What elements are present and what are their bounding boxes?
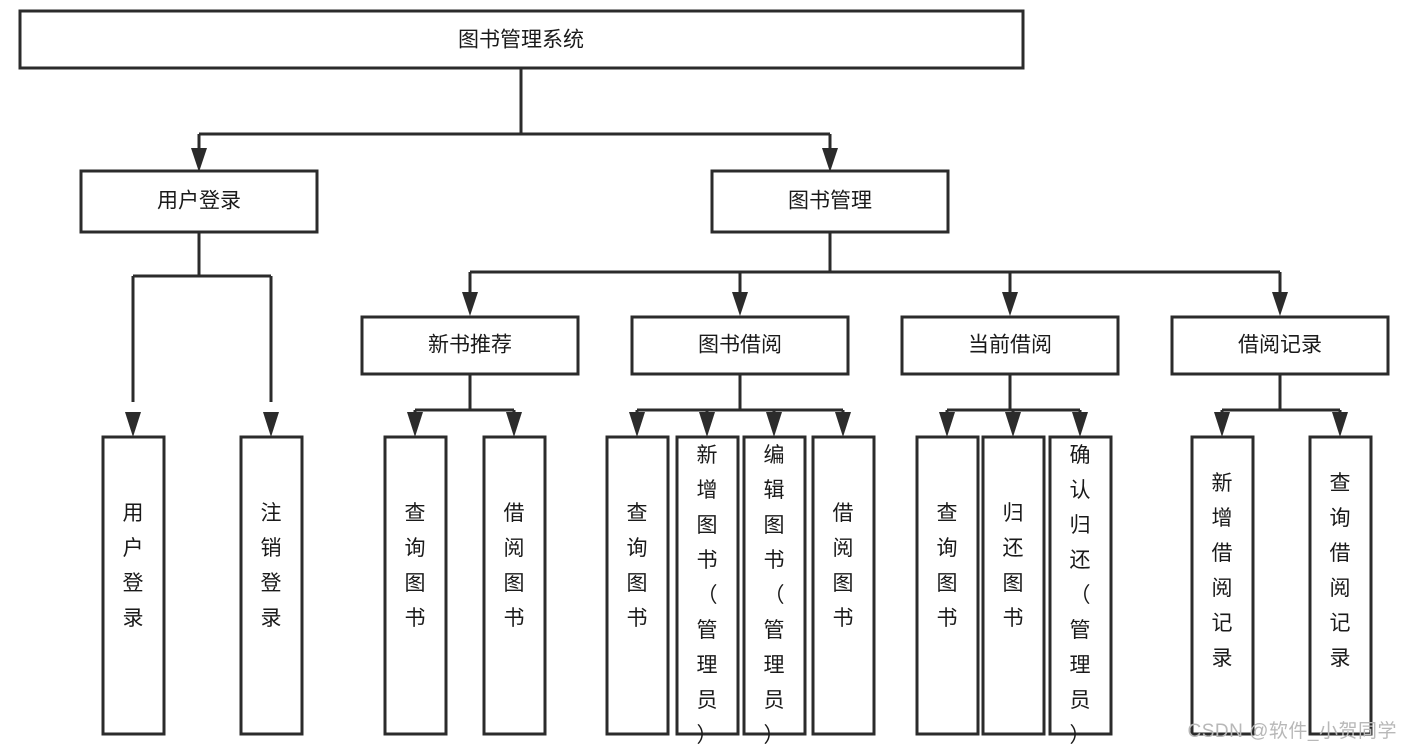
leaf-query-book-2[interactable]: 查询图书 [605, 435, 670, 736]
leaf-query-record[interactable]: 查询借阅记录 [1308, 435, 1373, 736]
node-root[interactable]: 图书管理系统 [18, 9, 1025, 70]
leaf-borrow-book-2-label: 借阅图书 [833, 502, 854, 630]
leaf-add-book[interactable]: 新增图书（管理员） [675, 435, 740, 747]
node-current-borrow-box[interactable] [900, 315, 1120, 376]
leaf-logout-login[interactable]: 注销登录 [239, 435, 304, 736]
node-current-borrow[interactable]: 当前借阅 [900, 315, 1120, 376]
leaf-query-book-3-box[interactable] [915, 435, 980, 736]
connector-bookmanage-bus [468, 232, 1282, 296]
node-book-borrow-label: 图书借阅 [698, 334, 782, 357]
connector-layer [125, 68, 1348, 437]
leaf-borrow-book-2[interactable]: 借阅图书 [811, 435, 876, 736]
leaf-return-book-label: 归还图书 [1003, 502, 1024, 630]
connector-root-bus [197, 68, 832, 162]
leaf-borrow-book-1-label: 借阅图书 [504, 502, 525, 630]
connector-userlogin-bus [131, 232, 273, 402]
arrow-to-borrow-record [1272, 292, 1288, 316]
arrow-to-leaf-add-book [699, 412, 715, 437]
arrow-to-leaf-query-book-2 [629, 412, 645, 437]
arrow-to-leaf-edit-book [766, 412, 782, 437]
node-current-borrow-label: 当前借阅 [968, 334, 1052, 357]
arrow-to-current-borrow [1002, 292, 1018, 316]
leaf-query-book-1-label: 查询图书 [405, 502, 426, 630]
leaf-add-record-box[interactable] [1190, 435, 1255, 736]
arrow-to-book-borrow [732, 292, 748, 316]
arrow-to-leaf-user-login [125, 412, 141, 437]
arrow-to-leaf-query-record [1332, 412, 1348, 437]
leaf-confirm-return[interactable]: 确认归还（管理员） [1048, 435, 1113, 747]
node-book-borrow-box[interactable] [630, 315, 850, 376]
node-new-book-rec-box[interactable] [360, 315, 580, 376]
arrow-to-leaf-query-book-1 [407, 412, 423, 437]
arrow-to-book-manage [822, 148, 838, 172]
arrow-to-user-login [191, 148, 207, 172]
connector-bookborrow-bus [635, 374, 845, 420]
arrow-to-leaf-borrow-book-2 [835, 412, 851, 437]
leaf-query-book-3[interactable]: 查询图书 [915, 435, 980, 736]
node-user-login-label: 用户登录 [157, 190, 241, 213]
leaf-user-login-box[interactable] [101, 435, 166, 736]
node-book-manage-box[interactable] [710, 169, 950, 234]
leaf-query-record-label: 查询借阅记录 [1330, 472, 1351, 670]
leaf-edit-book-box[interactable] [742, 435, 807, 736]
node-book-borrow[interactable]: 图书借阅 [630, 315, 850, 376]
leaf-query-book-1-box[interactable] [383, 435, 448, 736]
arrow-to-new-book-rec [462, 292, 478, 316]
leaf-add-book-label: 新增图书（管理员） [697, 444, 718, 747]
node-user-login-box[interactable] [79, 169, 319, 234]
leaf-borrow-book-1[interactable]: 借阅图书 [482, 435, 547, 736]
node-borrow-record-box[interactable] [1170, 315, 1390, 376]
arrow-to-leaf-borrow-book-1 [506, 412, 522, 437]
leaf-query-book-1[interactable]: 查询图书 [383, 435, 448, 736]
arrow-to-leaf-logout-login [263, 412, 279, 437]
leaf-logout-login-label: 注销登录 [261, 502, 282, 630]
leaf-return-book[interactable]: 归还图书 [981, 435, 1046, 736]
leaf-confirm-return-box[interactable] [1048, 435, 1113, 736]
node-user-login[interactable]: 用户登录 [79, 169, 319, 234]
node-root-label: 图书管理系统 [458, 29, 584, 52]
leaf-add-record[interactable]: 新增借阅记录 [1190, 435, 1255, 736]
arrow-to-leaf-add-record [1214, 412, 1230, 437]
arrow-to-leaf-confirm-return [1072, 412, 1088, 437]
node-root-box[interactable] [18, 9, 1025, 70]
leaf-user-login-label: 用户登录 [123, 502, 144, 630]
arrow-to-leaf-query-book-3 [939, 412, 955, 437]
node-book-manage-label: 图书管理 [788, 190, 872, 213]
connector-newbook-bus [413, 374, 516, 420]
leaf-borrow-book-1-box[interactable] [482, 435, 547, 736]
arrow-to-leaf-return-book [1005, 412, 1021, 437]
node-new-book-rec-label: 新书推荐 [428, 334, 512, 357]
leaf-return-book-box[interactable] [981, 435, 1046, 736]
leaf-query-book-2-box[interactable] [605, 435, 670, 736]
leaf-confirm-return-label: 确认归还（管理员） [1070, 444, 1091, 747]
leaf-query-book-3-label: 查询图书 [937, 502, 958, 630]
leaf-user-login[interactable]: 用户登录 [101, 435, 166, 736]
node-new-book-rec[interactable]: 新书推荐 [360, 315, 580, 376]
leaf-query-book-2-label: 查询图书 [627, 502, 648, 630]
node-book-manage[interactable]: 图书管理 [710, 169, 950, 234]
leaf-add-record-label: 新增借阅记录 [1212, 472, 1233, 670]
leaf-edit-book[interactable]: 编辑图书（管理员） [742, 435, 807, 747]
leaf-logout-login-box[interactable] [239, 435, 304, 736]
leaf-edit-book-label: 编辑图书（管理员） [764, 444, 785, 747]
leaf-query-record-box[interactable] [1308, 435, 1373, 736]
connector-borrowrecord-bus [1220, 374, 1342, 420]
leaf-borrow-book-2-box[interactable] [811, 435, 876, 736]
node-borrow-record[interactable]: 借阅记录 [1170, 315, 1390, 376]
node-borrow-record-label: 借阅记录 [1238, 334, 1322, 357]
leaf-add-book-box[interactable] [675, 435, 740, 736]
